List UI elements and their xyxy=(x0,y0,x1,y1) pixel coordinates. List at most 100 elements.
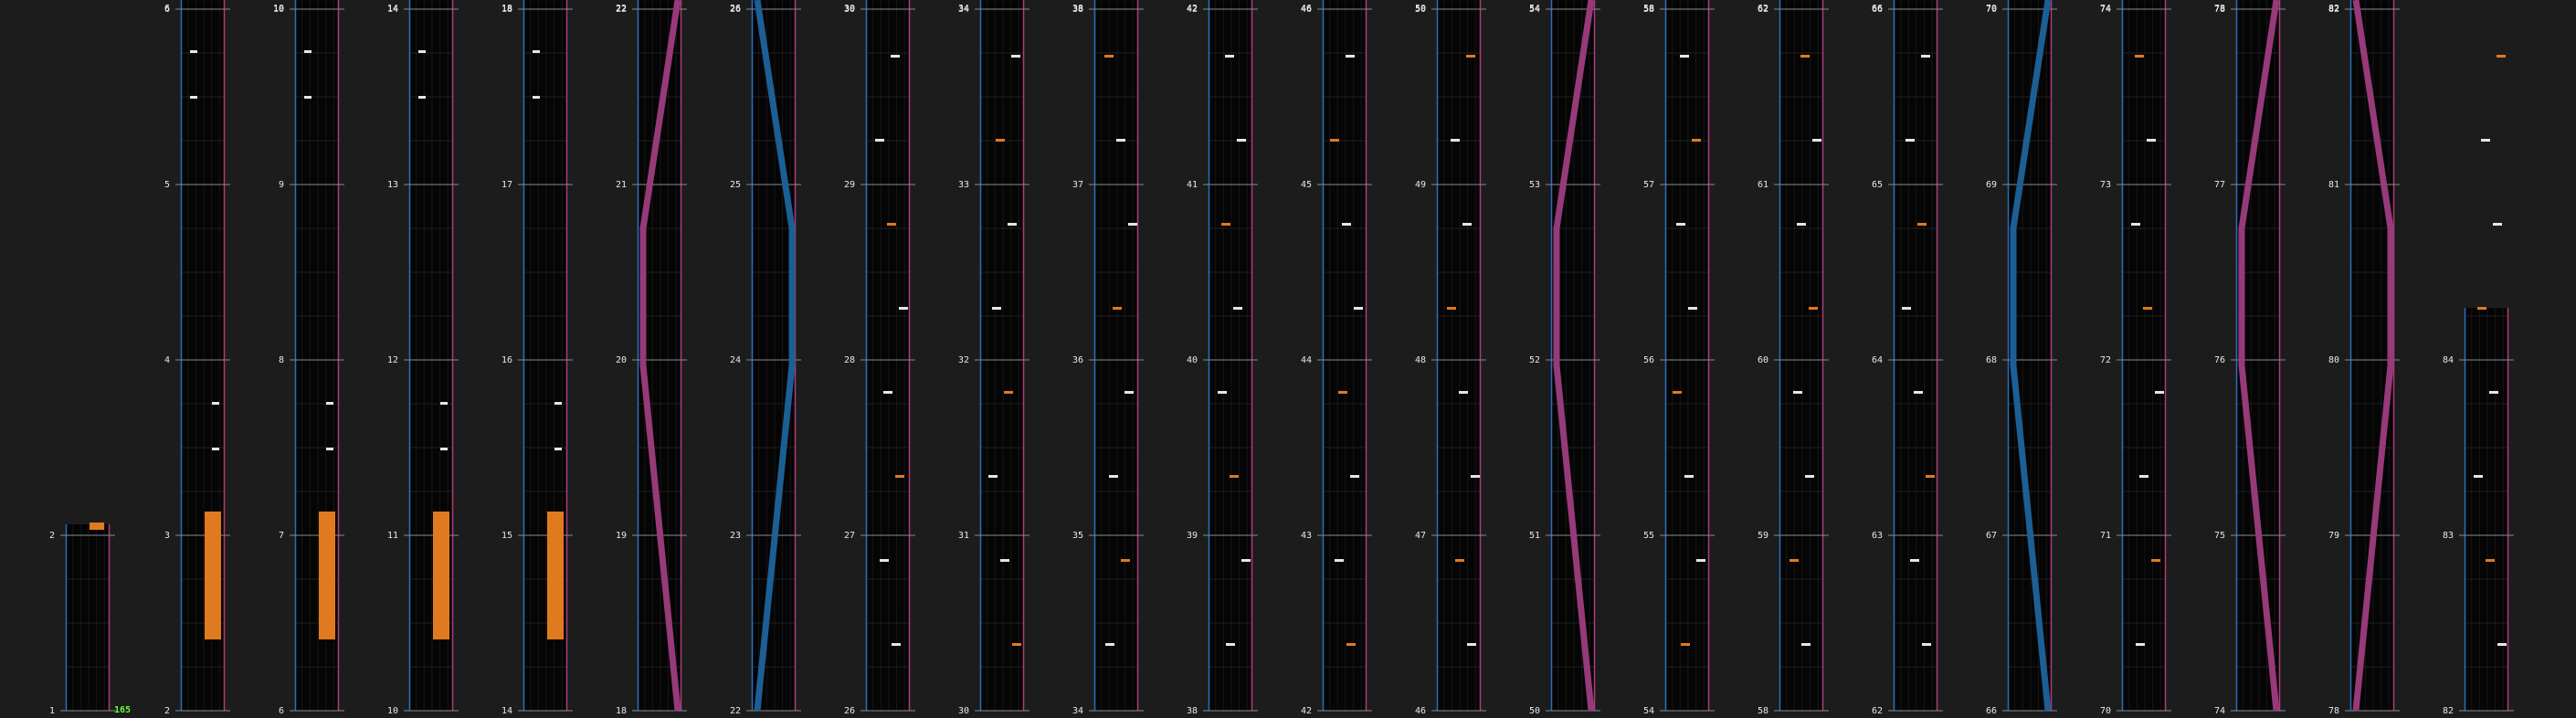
measure-number: 62 xyxy=(1872,706,1883,716)
note xyxy=(1121,559,1130,562)
track-column xyxy=(1203,0,1258,712)
note xyxy=(1797,223,1806,226)
measure-number: 43 xyxy=(1301,531,1312,541)
measure-number: 70 xyxy=(1986,4,1997,14)
note xyxy=(1447,307,1456,310)
scratch-lane xyxy=(754,0,796,712)
measure-number: 7 xyxy=(279,531,284,541)
note xyxy=(875,139,884,142)
measure-number: 22 xyxy=(616,5,627,15)
note xyxy=(2474,475,2483,478)
measure-number: 44 xyxy=(1301,355,1312,365)
note xyxy=(1676,223,1685,226)
measure-number: 78 xyxy=(2214,5,2225,15)
note xyxy=(1921,55,1930,58)
measure-number: 51 xyxy=(1529,531,1540,541)
note xyxy=(1342,223,1351,226)
measure-number: 50 xyxy=(1415,4,1426,14)
note xyxy=(2139,475,2148,478)
measure-number: 10 xyxy=(387,706,398,716)
hold-note xyxy=(547,512,564,639)
measure-number: 75 xyxy=(2214,531,2225,541)
note xyxy=(1230,475,1239,478)
measure-number: 17 xyxy=(501,180,512,190)
note xyxy=(440,402,448,405)
measure-number: 24 xyxy=(730,355,741,365)
note xyxy=(440,448,448,450)
note xyxy=(90,523,104,530)
note xyxy=(899,307,908,310)
measure-number: 80 xyxy=(2328,355,2339,365)
note xyxy=(1004,391,1013,394)
track-column xyxy=(632,0,687,712)
note xyxy=(1459,391,1468,394)
measure-number: 41 xyxy=(1187,180,1198,190)
measure-number: 34 xyxy=(958,4,969,14)
measure-number: 54 xyxy=(1529,5,1540,15)
note xyxy=(1801,643,1811,646)
note xyxy=(1789,559,1799,562)
hold-note xyxy=(205,512,221,639)
note xyxy=(1116,139,1125,142)
scratch-lane xyxy=(639,0,681,712)
measure-number: 54 xyxy=(1529,4,1540,14)
hold-note xyxy=(433,512,449,639)
measure-number: 38 xyxy=(1072,5,1083,15)
track-column xyxy=(746,0,801,712)
note xyxy=(1330,139,1339,142)
note xyxy=(2136,643,2145,646)
measure-number: 46 xyxy=(1301,4,1312,14)
measure-number: 10 xyxy=(273,5,284,15)
measure-number: 34 xyxy=(958,5,969,15)
measure-number: 14 xyxy=(387,5,398,15)
note xyxy=(212,402,219,405)
note xyxy=(1462,223,1472,226)
measure-number: 19 xyxy=(616,531,627,541)
track-column xyxy=(1888,0,1943,712)
scratch-lane xyxy=(2010,0,2052,712)
measure-number: 34 xyxy=(1072,706,1083,716)
track-column xyxy=(1089,0,1144,712)
track-column xyxy=(60,523,115,712)
measure-number: 8 xyxy=(279,355,284,365)
measure-number: 40 xyxy=(1187,355,1198,365)
measure-number: 50 xyxy=(1529,706,1540,716)
measure-number: 18 xyxy=(616,706,627,716)
track-column xyxy=(1660,0,1715,712)
measure-number: 66 xyxy=(1872,4,1883,14)
measure-number: 14 xyxy=(387,4,398,14)
measure-number: 73 xyxy=(2100,180,2111,190)
note xyxy=(2497,55,2506,58)
note xyxy=(1241,559,1251,562)
measure-number: 82 xyxy=(2328,4,2339,14)
track-column xyxy=(2459,55,2514,712)
measure-number: 37 xyxy=(1072,180,1083,190)
note xyxy=(1128,223,1137,226)
measure-number: 62 xyxy=(1758,5,1768,15)
note xyxy=(2151,559,2160,562)
note xyxy=(1000,559,1009,562)
measure-number: 77 xyxy=(2214,180,2225,190)
hold-note xyxy=(319,512,335,639)
note xyxy=(2489,391,2498,394)
measure-number: 49 xyxy=(1415,180,1426,190)
note xyxy=(1471,475,1480,478)
track-column xyxy=(2117,0,2171,712)
measure-number: 39 xyxy=(1187,531,1198,541)
measure-number: 45 xyxy=(1301,180,1312,190)
note xyxy=(1914,391,1923,394)
measure-number: 54 xyxy=(1643,706,1654,716)
measure-number: 46 xyxy=(1415,706,1426,716)
note xyxy=(891,55,900,58)
scratch-lane xyxy=(1553,0,1595,712)
measure-number: 65 xyxy=(1872,180,1883,190)
note xyxy=(1218,391,1227,394)
measure-number: 70 xyxy=(2100,706,2111,716)
measure-number: 74 xyxy=(2100,5,2111,15)
note xyxy=(2135,55,2144,58)
measure-number: 47 xyxy=(1415,531,1426,541)
note xyxy=(2481,139,2490,142)
track-column xyxy=(1546,0,1600,712)
note xyxy=(883,391,892,394)
